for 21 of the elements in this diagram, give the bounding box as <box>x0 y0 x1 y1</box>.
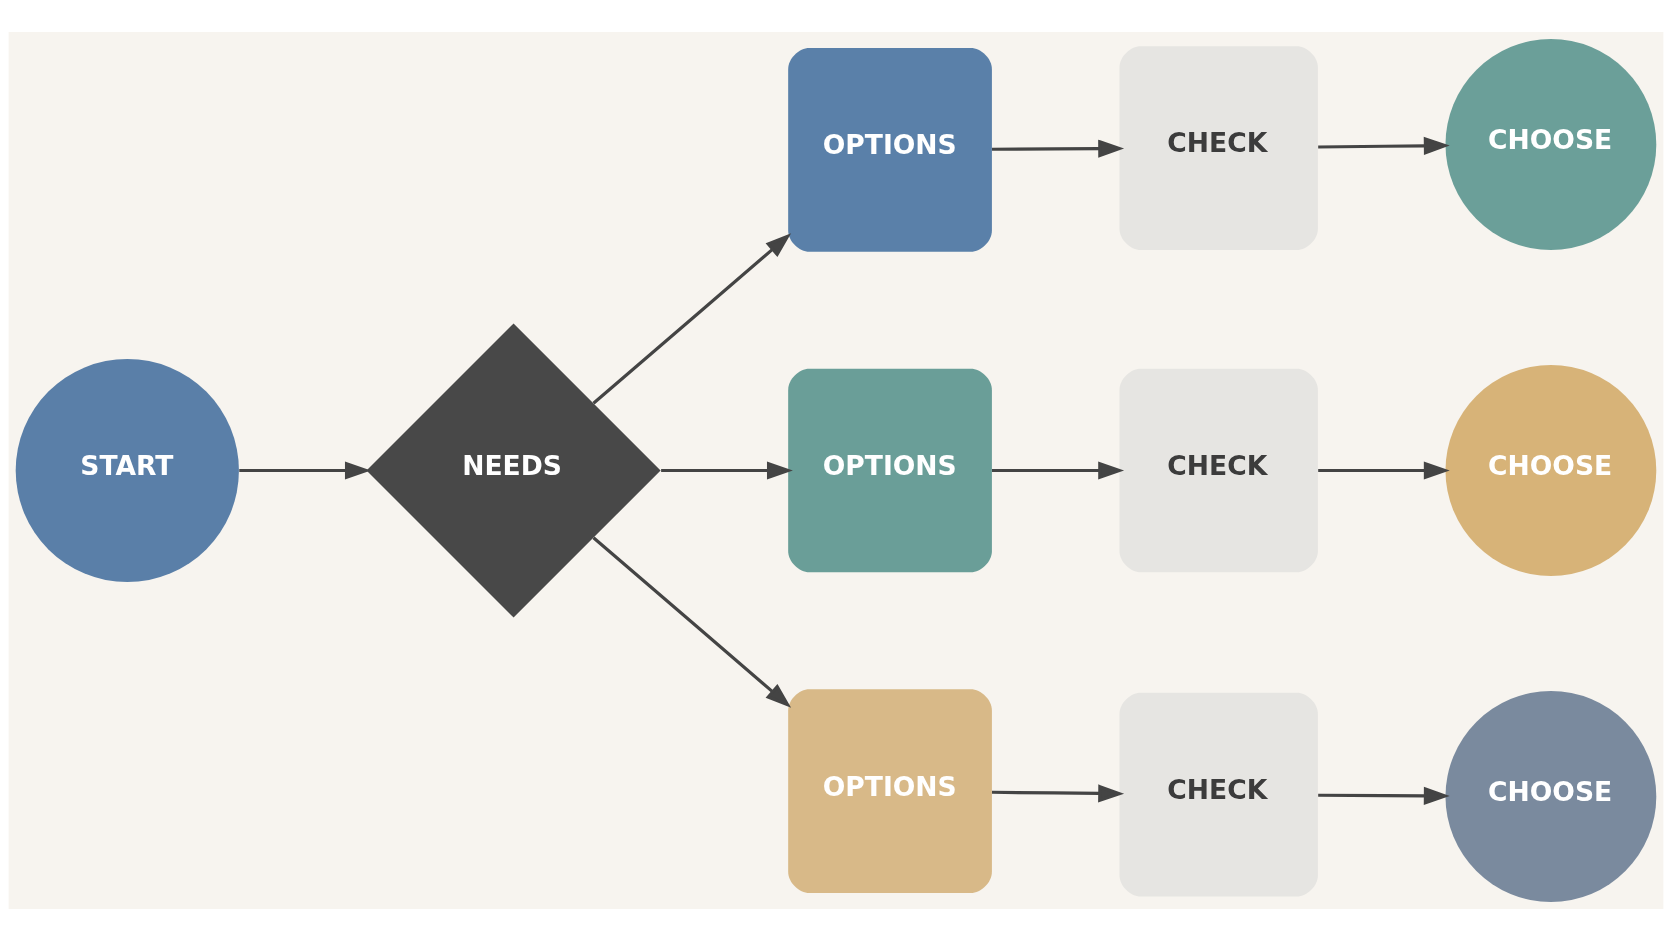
arrow <box>1318 136 1450 155</box>
node-box: CHECK <box>1119 368 1318 573</box>
node-circle: CHOOSE <box>1445 691 1657 902</box>
node-box: OPTIONS <box>788 368 992 573</box>
node-circle: CHOOSE <box>1445 39 1657 250</box>
node-box: CHECK <box>1119 692 1318 897</box>
node-box: OPTIONS <box>788 47 992 252</box>
arrow <box>992 784 1125 803</box>
arrow <box>661 461 793 480</box>
node-diamond: NEEDS <box>366 323 661 618</box>
arrow <box>1318 786 1450 805</box>
arrow <box>1318 461 1450 480</box>
node-box: CHECK <box>1119 46 1318 250</box>
arrow <box>592 536 792 708</box>
arrow <box>239 461 371 480</box>
arrow <box>992 139 1125 158</box>
arrow <box>592 233 792 405</box>
node-box: OPTIONS <box>788 689 992 894</box>
arrow <box>992 461 1125 480</box>
node-circle: CHOOSE <box>1445 365 1657 576</box>
node-circle: START <box>15 358 239 583</box>
